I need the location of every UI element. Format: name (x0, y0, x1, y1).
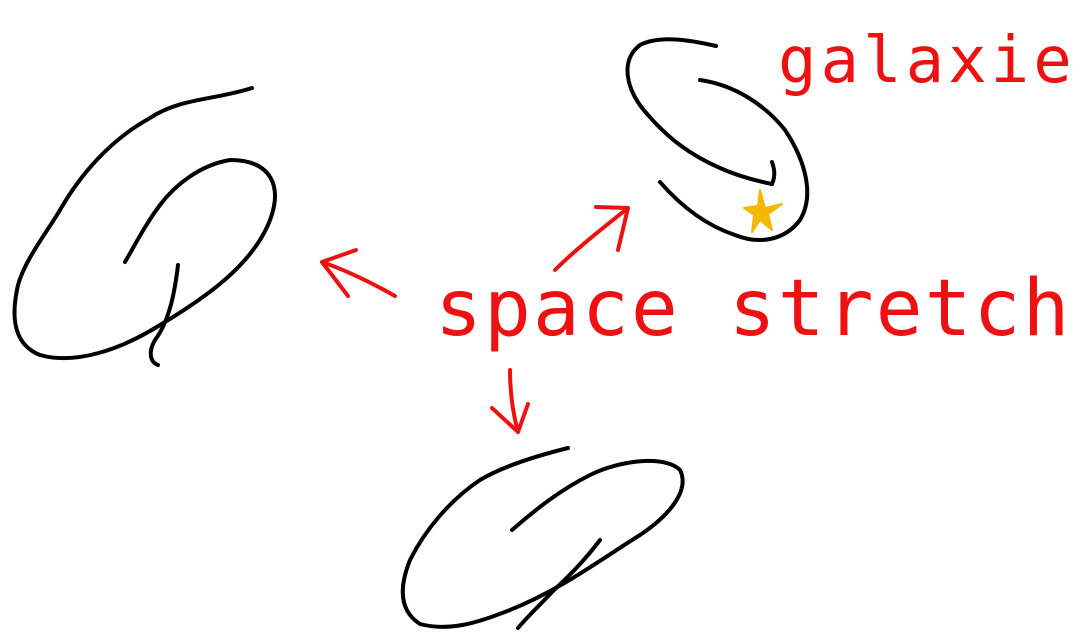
galaxy-top-right (625, 37, 810, 242)
galaxy-left (12, 86, 277, 367)
galaxy-top-right-inner-arm (658, 78, 810, 242)
arrow-to-top-right-galaxy (553, 205, 630, 272)
galaxy-left-outer-arm (12, 86, 277, 361)
galaxy-left-inner-arm (148, 263, 180, 367)
arrowhead-bottom (490, 402, 530, 434)
arrow-to-bottom-galaxy (490, 368, 530, 434)
galaxy-top-right-outer-arm (625, 37, 774, 186)
galaxy-bottom-inner-arm (516, 538, 602, 630)
star-icon (743, 189, 783, 233)
arrowhead-top-right (594, 205, 630, 252)
galaxy-top-right-hook (770, 160, 777, 186)
arrow-to-left-galaxy (320, 248, 397, 298)
galaxy-bottom (400, 446, 685, 630)
arrowhead-left (320, 248, 358, 298)
galaxy-bottom-outer-arm (400, 446, 685, 629)
space-stretching-label: space stretching (435, 264, 1078, 354)
expansion-arrows (320, 205, 630, 434)
